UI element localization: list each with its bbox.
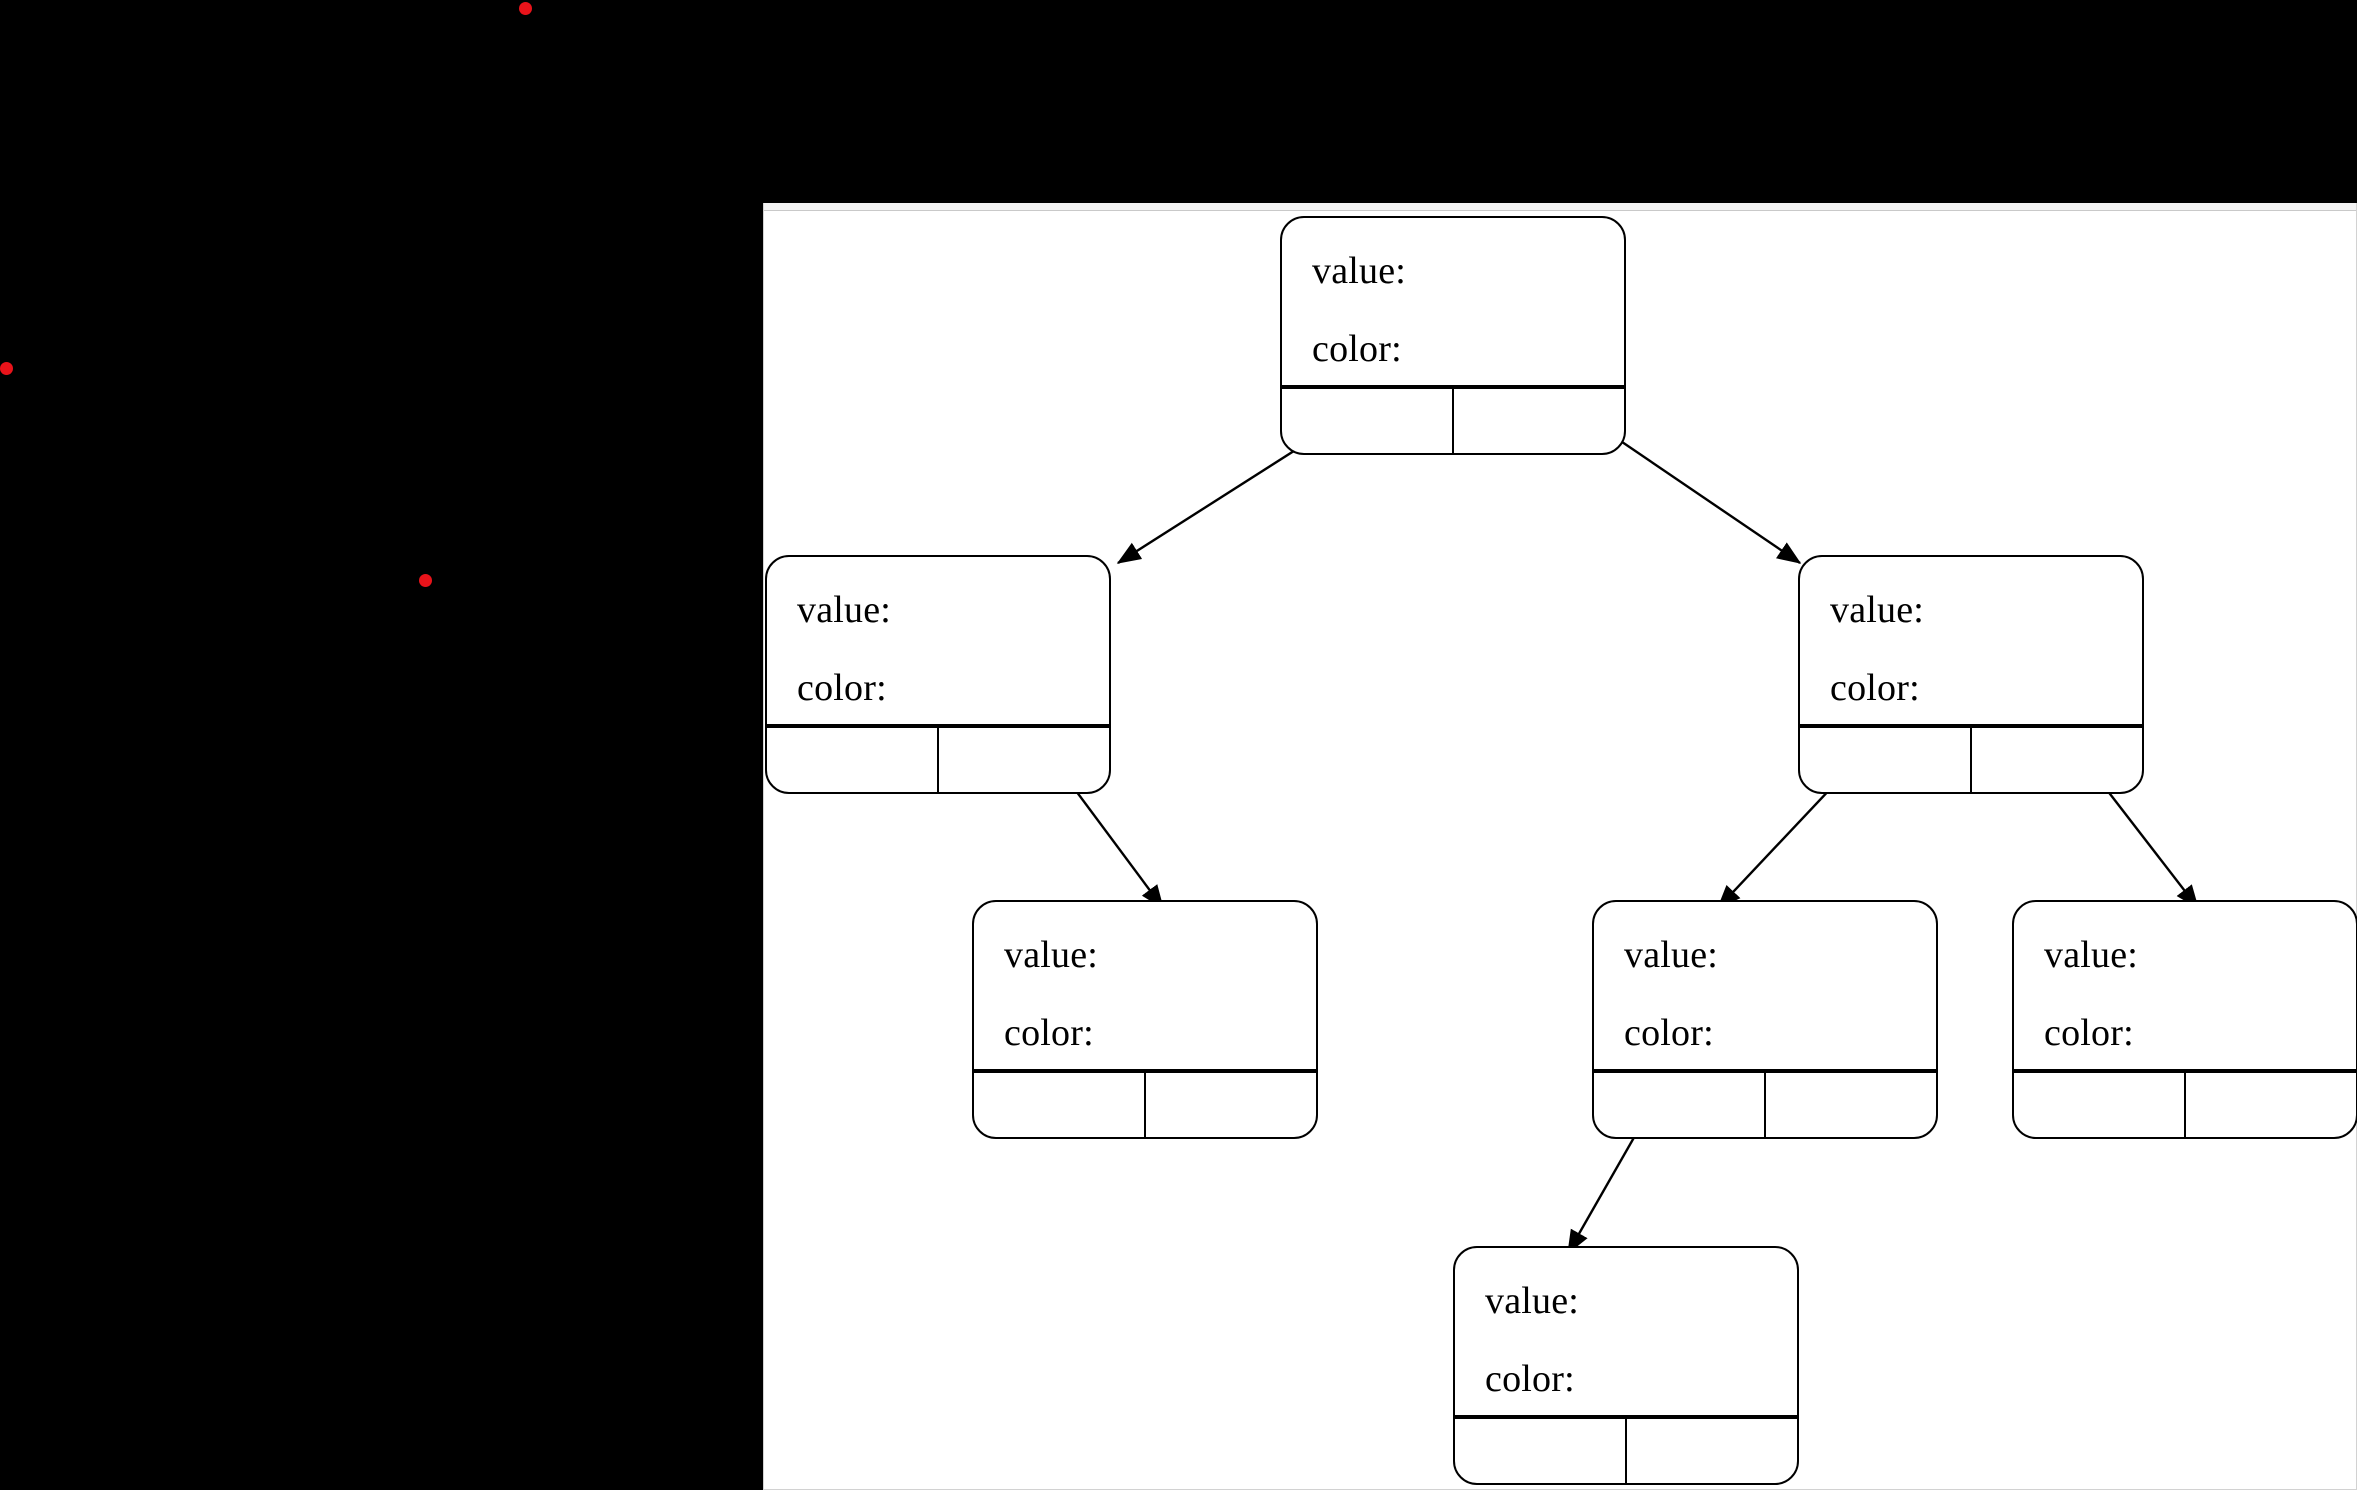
node-pointer-row bbox=[1594, 1069, 1936, 1137]
right-pointer-cell[interactable] bbox=[937, 728, 1109, 792]
left-pointer-null-cell[interactable] bbox=[2014, 1073, 2184, 1137]
node-body: value: color: bbox=[1594, 902, 1936, 1069]
node-value-label: value: bbox=[1485, 1280, 1580, 1322]
node-color-label: color: bbox=[1004, 1012, 1094, 1054]
node-color-label: color: bbox=[1624, 1012, 1714, 1054]
left-pointer-null-cell[interactable] bbox=[767, 728, 937, 792]
marker-dot-left bbox=[0, 362, 13, 375]
node-body: value: color: bbox=[1800, 557, 2142, 724]
right-pointer-null-cell[interactable] bbox=[1625, 1419, 1797, 1483]
node-value-label: value: bbox=[1624, 934, 1719, 976]
right-pointer-null-cell[interactable] bbox=[1144, 1073, 1316, 1137]
node-color-label: color: bbox=[1312, 328, 1402, 370]
diagram-viewport[interactable]: value:color:value:color:value:color:valu… bbox=[763, 203, 2357, 1490]
node-color-label: color: bbox=[1485, 1358, 1575, 1400]
panel-left-border bbox=[763, 203, 764, 1490]
tree-node-root[interactable]: value: color: bbox=[1280, 216, 1626, 455]
node-value-label: value: bbox=[1312, 250, 1407, 292]
node-value-label: value: bbox=[1830, 589, 1925, 631]
node-value-label: value: bbox=[1004, 934, 1099, 976]
left-pointer-null-cell[interactable] bbox=[1455, 1419, 1625, 1483]
node-body: value: color: bbox=[2014, 902, 2356, 1069]
node-body: value: color: bbox=[1282, 218, 1624, 385]
tree-node-left-child[interactable]: value: color: bbox=[765, 555, 1111, 794]
left-pointer-cell[interactable] bbox=[1800, 728, 1970, 792]
node-pointer-row bbox=[767, 724, 1109, 792]
tree-node-left-right-grandchild[interactable]: value: color: bbox=[972, 900, 1318, 1139]
node-pointer-row bbox=[1455, 1415, 1797, 1483]
node-color-label: color: bbox=[1830, 667, 1920, 709]
tree-node-right-left-grandchild[interactable]: value: color: bbox=[1592, 900, 1938, 1139]
marker-dot-middle bbox=[419, 574, 432, 587]
node-pointer-row bbox=[1282, 385, 1624, 453]
left-pointer-cell[interactable] bbox=[1282, 389, 1452, 453]
left-pointer-cell[interactable] bbox=[1594, 1073, 1764, 1137]
tree-node-deep-leaf[interactable]: value: color: bbox=[1453, 1246, 1799, 1485]
tree-node-right-child[interactable]: value: color: bbox=[1798, 555, 2144, 794]
tree-node-right-right-grandchild[interactable]: value: color: bbox=[2012, 900, 2357, 1139]
panel-top-strip bbox=[763, 203, 2357, 211]
node-body: value: color: bbox=[767, 557, 1109, 724]
right-pointer-null-cell[interactable] bbox=[1764, 1073, 1936, 1137]
node-value-label: value: bbox=[797, 589, 892, 631]
right-pointer-cell[interactable] bbox=[1452, 389, 1624, 453]
right-pointer-null-cell[interactable] bbox=[2184, 1073, 2356, 1137]
left-pointer-null-cell[interactable] bbox=[974, 1073, 1144, 1137]
node-body: value: color: bbox=[1455, 1248, 1797, 1415]
node-pointer-row bbox=[974, 1069, 1316, 1137]
node-color-label: color: bbox=[2044, 1012, 2134, 1054]
node-pointer-row bbox=[2014, 1069, 2356, 1137]
node-pointer-row bbox=[1800, 724, 2142, 792]
node-color-label: color: bbox=[797, 667, 887, 709]
node-body: value: color: bbox=[974, 902, 1316, 1069]
marker-dot-top bbox=[519, 2, 532, 15]
node-value-label: value: bbox=[2044, 934, 2139, 976]
right-pointer-cell[interactable] bbox=[1970, 728, 2142, 792]
